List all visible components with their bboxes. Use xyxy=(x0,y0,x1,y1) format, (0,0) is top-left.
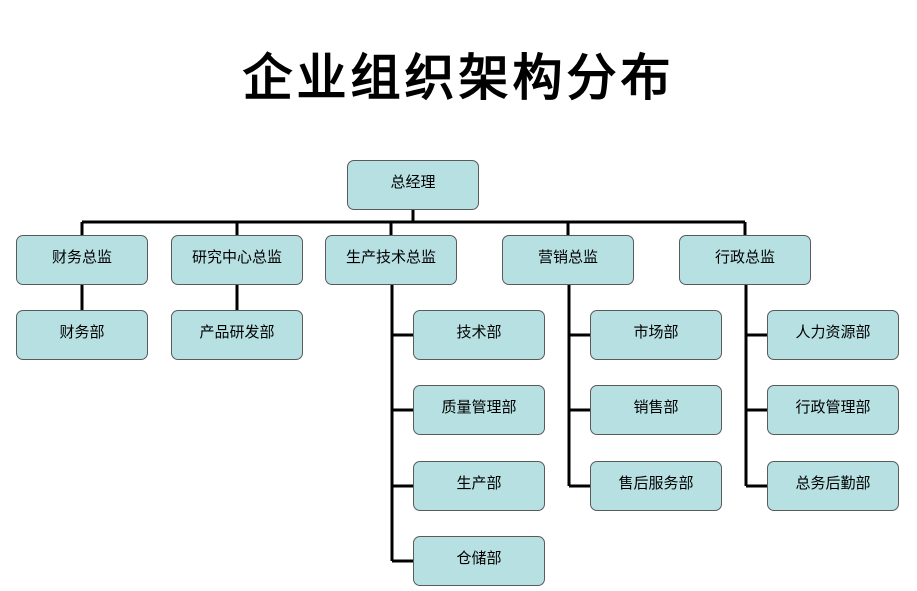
node-dept-general-affairs: 总务后勤部 xyxy=(767,461,899,511)
node-dept-production: 生产部 xyxy=(413,461,545,511)
node-general-manager: 总经理 xyxy=(347,160,479,210)
node-director-finance: 财务总监 xyxy=(16,235,148,285)
page-title: 企业组织架构分布 xyxy=(242,49,675,107)
node-dept-warehouse: 仓储部 xyxy=(413,536,545,586)
node-dept-hr: 人力资源部 xyxy=(767,310,899,360)
node-director-production: 生产技术总监 xyxy=(325,235,457,285)
node-director-research: 研究中心总监 xyxy=(171,235,303,285)
node-director-marketing: 营销总监 xyxy=(502,235,634,285)
node-dept-finance: 财务部 xyxy=(16,310,148,360)
node-dept-product-rd: 产品研发部 xyxy=(171,310,303,360)
node-dept-sales: 销售部 xyxy=(590,385,722,435)
node-director-admin: 行政总监 xyxy=(679,235,811,285)
node-dept-technology: 技术部 xyxy=(413,310,545,360)
node-dept-admin-management: 行政管理部 xyxy=(767,385,899,435)
node-dept-market: 市场部 xyxy=(590,310,722,360)
node-dept-quality: 质量管理部 xyxy=(413,385,545,435)
node-dept-after-sales: 售后服务部 xyxy=(590,461,722,511)
